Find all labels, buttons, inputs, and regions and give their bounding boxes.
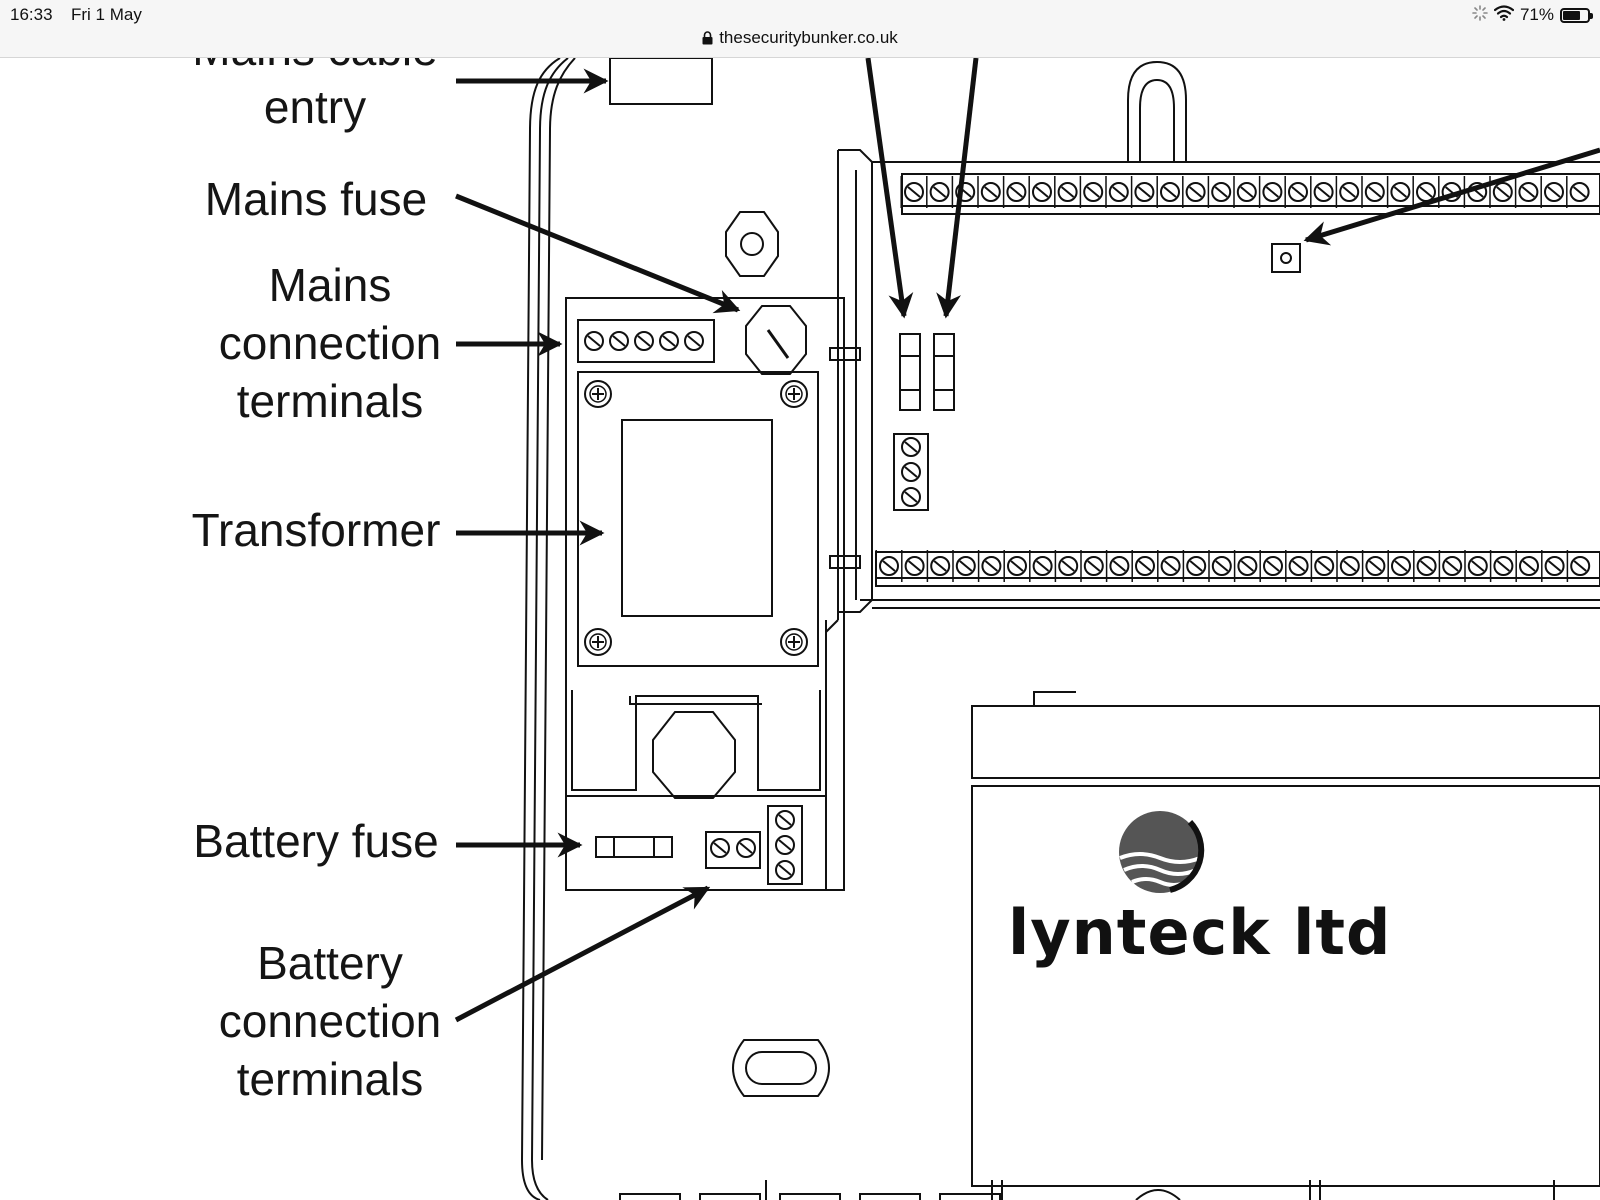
activity-spinner-icon — [1472, 4, 1488, 26]
terminal-screw — [1263, 556, 1283, 576]
terminal-screw — [1391, 556, 1411, 576]
label-battery-line-1: Battery — [257, 937, 403, 989]
terminal-screw — [1416, 556, 1437, 576]
arrow-mains-fuse — [455, 193, 741, 314]
status-bar: 16:33 Fri 1 May thesecuritybunker.co.uk — [0, 0, 1600, 58]
label-mains-fuse: Mains fuse — [204, 173, 428, 225]
arrow-pcb-fuse-1 — [865, 58, 914, 319]
url-text: thesecuritybunker.co.uk — [719, 28, 898, 47]
terminal-screw — [1364, 182, 1385, 202]
terminal-screw — [1160, 556, 1181, 576]
terminal-screw — [1211, 556, 1232, 576]
label-mains-cable-entry: Mains cable entry — [160, 58, 470, 136]
label-battery-line-2: connection — [218, 995, 442, 1047]
top-terminal-strip — [900, 176, 1590, 208]
label-mains-line-3: terminals — [236, 375, 424, 427]
terminal-screw — [1467, 556, 1488, 576]
arrow-battery-terminals — [454, 885, 711, 1023]
clock-time: 16:33 — [10, 5, 53, 24]
terminal-screw — [1160, 182, 1180, 202]
terminal-screw — [1339, 182, 1360, 202]
terminal-screw — [904, 556, 925, 576]
terminal-screw — [1442, 556, 1463, 576]
terminal-screw — [1057, 182, 1078, 202]
terminal-screw — [1416, 182, 1436, 202]
terminal-screw — [930, 556, 951, 576]
label-mains-line-1: Mains — [268, 259, 392, 311]
terminal-screw — [1262, 182, 1283, 202]
terminal-screw — [1083, 556, 1104, 576]
terminal-screw — [1236, 182, 1257, 202]
terminal-screw — [1083, 182, 1104, 202]
terminal-screw — [1007, 556, 1027, 576]
arrow-mounting-point — [1303, 147, 1600, 246]
terminal-screw — [904, 182, 924, 202]
wiring-diagram: Mains cable entry Mains fuse Mains conne… — [0, 58, 1600, 1200]
terminal-screw — [1032, 182, 1052, 202]
terminal-screw — [1544, 182, 1564, 202]
terminal-screw — [1186, 556, 1207, 576]
terminal-screw — [1313, 182, 1334, 202]
terminal-screw — [1390, 182, 1411, 202]
terminal-screw — [879, 556, 899, 576]
terminal-screw — [1288, 182, 1308, 202]
terminal-screw — [1185, 182, 1206, 202]
enclosure-outline — [520, 58, 1600, 1200]
terminal-screw — [1211, 182, 1232, 202]
terminal-screw — [1518, 182, 1539, 202]
lynteck-globe-logo — [1119, 811, 1205, 893]
terminal-screw — [1032, 556, 1053, 576]
terminal-screw — [981, 556, 1002, 576]
terminal-screw — [1365, 556, 1386, 576]
brand-logo-text: lynteck ltd — [1008, 896, 1392, 969]
terminal-screw — [1339, 556, 1360, 576]
label-battery-connection-terminals: Battery connection terminals — [200, 934, 460, 1108]
terminal-screw — [1492, 182, 1513, 202]
terminal-screw — [1006, 182, 1027, 202]
annotation-arrows — [454, 58, 1600, 1023]
arrow-pcb-fuse-2 — [936, 58, 979, 319]
label-battery-line-3: terminals — [236, 1053, 424, 1105]
terminal-screw — [1135, 556, 1155, 576]
terminal-screw — [1314, 556, 1335, 576]
terminal-screw — [1058, 556, 1079, 576]
diagram-drawing — [454, 58, 1600, 1200]
wifi-icon — [1493, 4, 1515, 26]
label-mains-connection-terminals: Mains connection terminals — [200, 256, 460, 430]
lock-icon — [702, 30, 713, 50]
label-mains-line-2: connection — [218, 317, 442, 369]
label-mains-cable-entry-text: Mains cable entry — [192, 58, 437, 133]
terminal-screw — [1134, 182, 1155, 202]
terminal-screw — [1544, 556, 1565, 576]
address-bar[interactable]: thesecuritybunker.co.uk — [0, 28, 1600, 50]
clock-date: Fri 1 May — [71, 5, 142, 24]
battery-fill — [1563, 10, 1580, 20]
terminal-screw — [1109, 556, 1130, 576]
terminal-screw — [980, 182, 1001, 202]
terminal-screw — [1519, 556, 1539, 576]
label-battery-fuse: Battery fuse — [193, 815, 439, 867]
terminal-screw — [1237, 556, 1258, 576]
terminal-screw — [929, 182, 950, 202]
battery-percent: 71% — [1519, 5, 1554, 24]
terminal-screw — [1288, 556, 1309, 576]
terminal-screw — [1569, 182, 1590, 202]
battery-icon — [1560, 7, 1593, 23]
terminal-screw — [1108, 182, 1129, 202]
terminal-screw — [955, 556, 976, 576]
terminal-screw — [1493, 556, 1514, 576]
label-transformer: Transformer — [191, 504, 441, 556]
terminal-screw — [1570, 556, 1591, 576]
bottom-terminal-strip — [875, 550, 1591, 582]
